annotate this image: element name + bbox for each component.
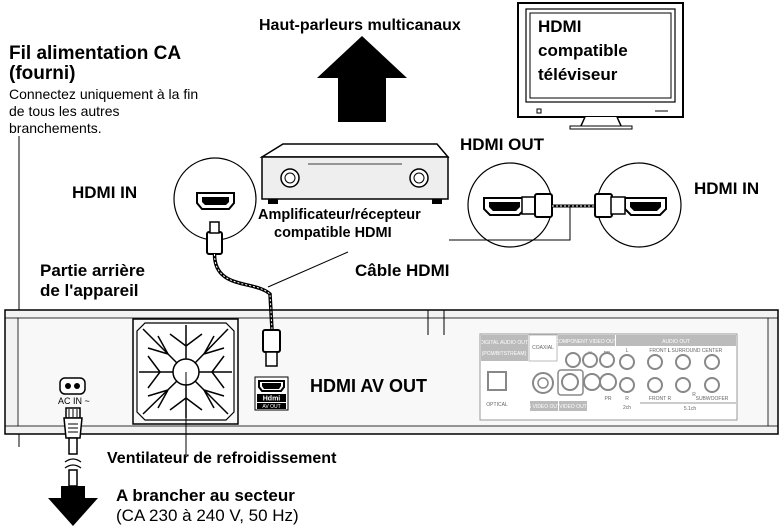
hdmi-out-label: HDMI OUT bbox=[460, 135, 545, 154]
tv-label-line1: HDMI bbox=[538, 17, 582, 36]
amplifier-illustration bbox=[259, 143, 450, 204]
tv-illustration bbox=[517, 2, 684, 130]
cooling-fan-illustration bbox=[132, 318, 239, 425]
panel-label-pr: PR bbox=[605, 396, 612, 402]
hdmi-cable bbox=[206, 221, 281, 367]
speakers-label: Haut-parleurs multicanaux bbox=[259, 17, 461, 34]
panel-label-subwoofer: SUBWOOFER bbox=[696, 396, 729, 402]
panel-label-pcm-bitstream: (PCM/BITSTREAM) bbox=[482, 351, 527, 357]
rear-label-line1: Partie arrière bbox=[40, 261, 145, 280]
hdmi-av-out-socket: Hdmi AV OUT bbox=[254, 376, 289, 411]
mains-arrow-icon bbox=[48, 486, 98, 526]
rear-label-line2: de l'appareil bbox=[40, 281, 139, 300]
panel-label-r-label: R bbox=[692, 392, 696, 398]
panel-label-component-video-out: COMPONENT VIDEO OUT bbox=[555, 339, 616, 345]
panel-label-video-out: VIDEO OUT bbox=[559, 404, 587, 410]
mains-title-label: A brancher au secteur bbox=[116, 486, 295, 505]
tv-label-line2: compatible bbox=[538, 41, 628, 60]
panel-label-r: R bbox=[625, 396, 629, 402]
power-cord-title-line1: Fil alimentation CA bbox=[9, 43, 182, 64]
panel-label-center: CENTER bbox=[702, 348, 723, 354]
panel-label-s-video-out: S VIDEO OUT bbox=[528, 404, 560, 410]
panel-label-two-ch: 2ch bbox=[623, 405, 631, 411]
panel-label-front-r: FRONT R bbox=[649, 396, 672, 402]
power-cord-note-line1: Connectez uniquement à la fin bbox=[9, 86, 199, 102]
hdmi-cable-label: Câble HDMI bbox=[355, 261, 450, 280]
cooling-fan-label: Ventilateur de refroidissement bbox=[107, 450, 337, 467]
panel-label-digital-audio-out: DIGITAL AUDIO OUT bbox=[480, 340, 528, 346]
panel-label-coaxial: COAXIAL bbox=[532, 345, 554, 351]
tv-label-line3: téléviseur bbox=[538, 65, 618, 84]
hdmi-in-left-label: HDMI IN bbox=[72, 183, 138, 202]
power-cord-note-line2: de tous les autres bbox=[9, 103, 120, 119]
panel-label-audio-out: AUDIO OUT bbox=[662, 339, 690, 345]
av-out-label: AV OUT bbox=[262, 404, 280, 410]
hdmi-out-callout bbox=[467, 162, 553, 248]
panel-label-front-l: FRONT L bbox=[649, 348, 671, 354]
hdmi-plug-pair-icon bbox=[521, 193, 626, 218]
hdmi-av-out-label: HDMI AV OUT bbox=[310, 376, 427, 396]
ac-in-socket: AC IN ~ bbox=[58, 377, 90, 406]
amplifier-label-line2: compatible HDMI bbox=[274, 225, 392, 241]
power-cord-note-line3: branchements. bbox=[9, 120, 102, 136]
panel-label-surround: L SURROUND bbox=[668, 348, 701, 354]
hdmi-in-right-label: HDMI IN bbox=[694, 179, 760, 198]
audio-video-connector-panel: DIGITAL AUDIO OUT (PCM/BITSTREAM) COAXIA… bbox=[479, 333, 738, 421]
power-plug-icon bbox=[63, 407, 83, 487]
hdmi-in-left-callout bbox=[173, 157, 257, 241]
hdmi-logo: Hdmi bbox=[263, 396, 281, 403]
panel-label-l: L bbox=[626, 348, 629, 354]
speakers-arrow-icon bbox=[317, 36, 407, 122]
amplifier-label-line1: Amplificateur/récepteur bbox=[258, 207, 421, 223]
panel-label-optical: OPTICAL bbox=[486, 402, 508, 408]
power-cord-title-line2: (fourni) bbox=[9, 63, 76, 84]
panel-label-five-one: 5.1ch bbox=[684, 406, 696, 412]
ac-in-label: AC IN ~ bbox=[58, 396, 90, 406]
mains-spec-label: (CA 230 à 240 V, 50 Hz) bbox=[116, 506, 299, 525]
